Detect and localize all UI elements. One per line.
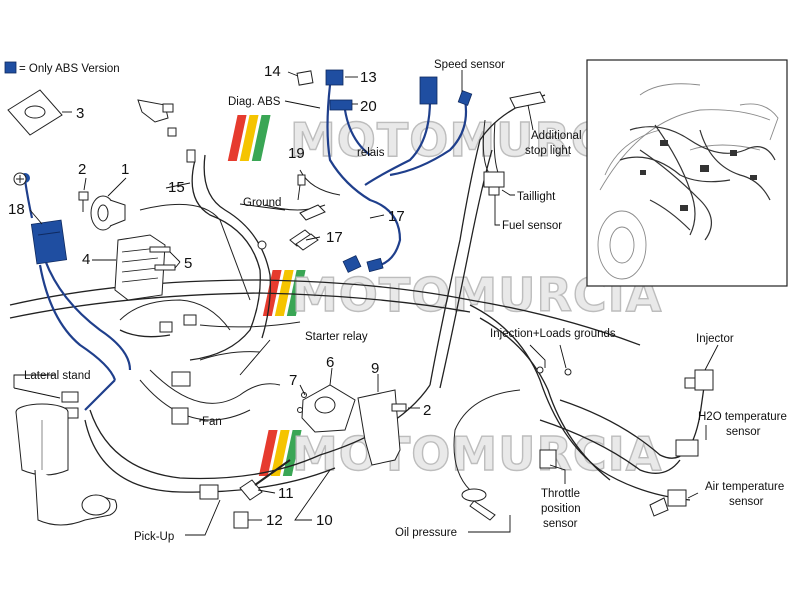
label-throttle-3: sensor bbox=[543, 518, 578, 530]
part-6-coil bbox=[301, 384, 356, 433]
part-1-horn bbox=[90, 195, 126, 231]
part-number-18: 18 bbox=[8, 201, 25, 218]
part-number-1: 1 bbox=[121, 161, 129, 178]
label-additional-stop-2: stop light bbox=[525, 145, 572, 157]
stop-light-connector bbox=[509, 91, 546, 109]
part-number-17: 17 bbox=[326, 229, 343, 246]
part-number-5: 5 bbox=[184, 255, 192, 272]
bracket bbox=[137, 99, 177, 137]
label-injector: Injector bbox=[696, 333, 734, 345]
part-number-2: 2 bbox=[78, 161, 86, 178]
label-injection-grounds: Injection+Loads grounds bbox=[490, 328, 616, 340]
part-15-cable-end bbox=[186, 149, 196, 163]
label-h2o-1: H2O temperature bbox=[698, 411, 787, 423]
part-17-fuses bbox=[289, 229, 319, 251]
label-oil-pressure: Oil pressure bbox=[395, 527, 457, 539]
part-2-screw bbox=[78, 191, 89, 212]
part-number-4: 4 bbox=[82, 251, 90, 268]
oil-pressure-sensor bbox=[453, 389, 521, 521]
label-relais: relais bbox=[357, 147, 385, 159]
leader-lines bbox=[13, 70, 719, 536]
fuel-pump bbox=[15, 403, 118, 526]
label-taillight: Taillight bbox=[517, 191, 556, 203]
taillight-connector bbox=[483, 171, 505, 196]
pick-up-connector bbox=[199, 484, 219, 500]
label-lateral-stand: Lateral stand bbox=[24, 370, 91, 382]
label-starter-relay: Starter relay bbox=[305, 331, 368, 343]
label-air-2: sensor bbox=[729, 496, 764, 508]
label-speed-sensor: Speed sensor bbox=[434, 59, 505, 71]
label-fuel-sensor: Fuel sensor bbox=[502, 220, 562, 232]
part-9-bracket bbox=[357, 389, 401, 466]
part-number-7: 7 bbox=[289, 372, 297, 389]
part-number-6: 6 bbox=[326, 354, 334, 371]
watermark-middle: MOTOMURCIA bbox=[262, 267, 662, 323]
starter-relay-connector bbox=[171, 371, 191, 387]
inset-motorcycle-view bbox=[586, 59, 788, 287]
label-air-1: Air temperature bbox=[705, 481, 784, 493]
part-number-14: 14 bbox=[264, 63, 281, 80]
abs-connectors-middle bbox=[342, 255, 384, 273]
legend-text: = Only ABS Version bbox=[19, 63, 120, 75]
part-number-11: 11 bbox=[278, 485, 294, 502]
part-number-20: 20 bbox=[360, 98, 377, 115]
part-2-screw-right bbox=[391, 403, 407, 412]
label-fan: Fan bbox=[202, 416, 222, 428]
label-throttle-2: position bbox=[541, 503, 581, 515]
fan-connector bbox=[171, 407, 189, 425]
legend-swatch bbox=[4, 61, 17, 74]
ground-terminals bbox=[536, 366, 572, 376]
label-throttle-1: Throttle bbox=[541, 488, 580, 500]
label-additional-stop-1: Additional bbox=[531, 130, 582, 142]
part-number-17: 17 bbox=[388, 208, 405, 225]
part-13-connector bbox=[325, 69, 344, 86]
part-3-plate bbox=[7, 89, 63, 136]
text-labels: Speed sensor Diag. ABS relais Additional… bbox=[24, 59, 787, 543]
h2o-sensor-connector bbox=[675, 439, 699, 457]
part-12-cap bbox=[233, 511, 249, 529]
label-pick-up: Pick-Up bbox=[134, 531, 174, 543]
ground-symbol bbox=[13, 172, 27, 186]
watermark-bottom: MOTOMURCIA bbox=[258, 426, 662, 482]
watermark-text: MOTOMURCIA bbox=[292, 268, 662, 322]
air-temp-sensor-connector bbox=[649, 489, 687, 517]
part-number-2: 2 bbox=[423, 402, 431, 419]
part-20-connector bbox=[329, 99, 353, 111]
part-14-cap bbox=[296, 70, 314, 86]
small-connectors bbox=[159, 314, 197, 333]
speed-sensor-connector bbox=[457, 90, 473, 106]
label-ground: Ground bbox=[243, 197, 281, 209]
part-number-9: 9 bbox=[371, 360, 379, 377]
throttle-sensor-connector bbox=[539, 449, 557, 469]
part-numbers: 3 2 1 15 18 4 5 14 13 20 19 17 17 6 7 9 … bbox=[8, 63, 431, 529]
part-number-13: 13 bbox=[360, 69, 377, 86]
upper-wires bbox=[119, 119, 501, 361]
label-diag-abs: Diag. ABS bbox=[228, 96, 281, 108]
label-h2o-2: sensor bbox=[726, 426, 761, 438]
abs-wiring bbox=[23, 84, 468, 411]
part-11-cap bbox=[239, 459, 291, 501]
abs-relay-connector bbox=[419, 76, 438, 105]
part-number-10: 10 bbox=[316, 512, 333, 529]
part-19-connector bbox=[297, 174, 306, 186]
injector-connector bbox=[684, 369, 714, 391]
watermark-text: MOTOMURCIA bbox=[292, 427, 662, 481]
part-number-19: 19 bbox=[288, 145, 305, 162]
part-number-15: 15 bbox=[168, 179, 185, 196]
part-number-3: 3 bbox=[76, 105, 84, 122]
ground-terminal bbox=[257, 204, 326, 250]
part-number-12: 12 bbox=[266, 512, 283, 529]
